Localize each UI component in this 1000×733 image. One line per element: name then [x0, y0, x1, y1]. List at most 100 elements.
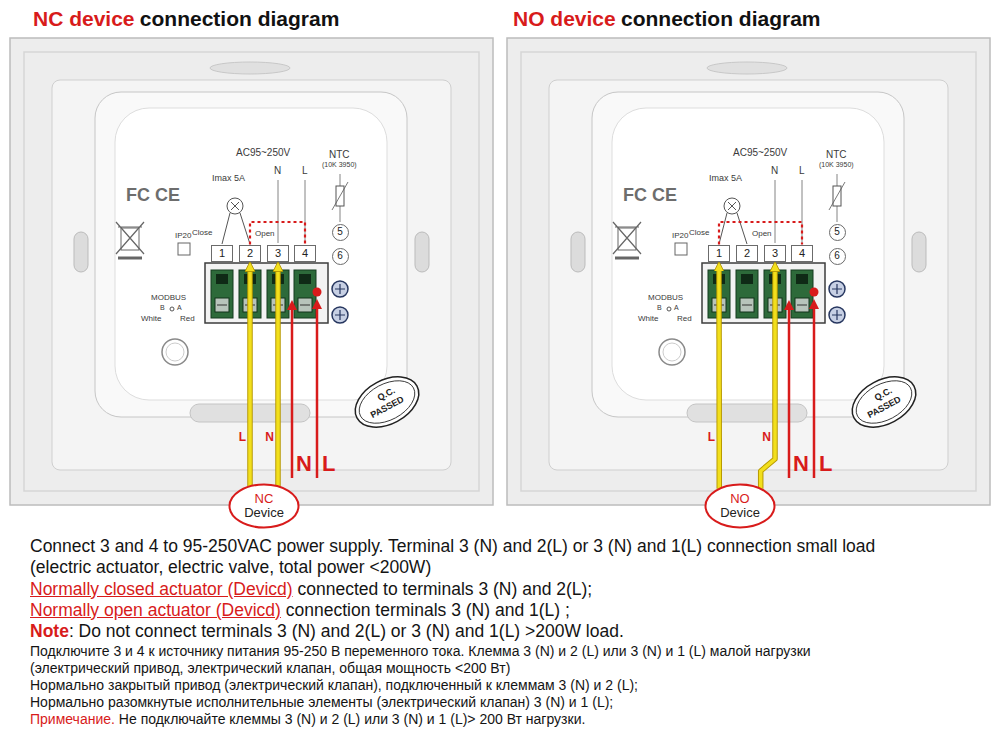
instruction-text: (electric actuator, electric valve, tota…	[30, 557, 431, 577]
device-wire	[248, 267, 252, 487]
sensor-terminal: 6	[332, 248, 349, 265]
open-contact-label: Open	[255, 229, 275, 238]
wire-casing	[716, 267, 722, 489]
node-text: 3	[772, 247, 778, 260]
terminal-box: 1	[708, 245, 730, 262]
node-text: 5	[337, 226, 343, 238]
heading-text: connection diagram	[140, 6, 340, 32]
close-contact-label: Close	[689, 228, 709, 237]
device-wire	[717, 267, 721, 489]
wire-label: L	[708, 431, 715, 443]
instruction-text: : Do not connect terminals 3 (N) and 2(L…	[69, 621, 624, 641]
instruction-text: Normally open actuator (Devicd)	[30, 600, 281, 620]
live-label: L	[799, 165, 805, 177]
power-wire-label: N	[296, 451, 312, 476]
bus-pin-label: B	[657, 304, 662, 312]
note-heading: Примечание.	[30, 711, 115, 727]
voltage-rating: AC95~250V	[236, 147, 290, 159]
text-row: Note: Do not connect terminals 3 (N) and…	[30, 621, 624, 641]
ip-rating: IP20	[672, 231, 688, 240]
bus-label: MODBUS	[151, 293, 186, 302]
sensor-spec: (10K 3950)	[322, 161, 357, 169]
node-text: 6	[834, 250, 840, 262]
node-text: 3	[275, 247, 281, 260]
device-wire	[761, 267, 775, 489]
power-wire-label: N	[793, 451, 809, 476]
sensor-label: NTC	[329, 149, 350, 161]
text-row: Connect 3 and 4 to 95-250VAC power suppl…	[30, 536, 875, 556]
wire-casing	[275, 267, 281, 487]
text-row: (electric actuator, electric valve, tota…	[30, 557, 431, 577]
text-row: NO deviceconnection diagram	[513, 6, 821, 32]
neutral-label: N	[771, 165, 778, 177]
text-row: Нормально разомкнутые исполнительные эле…	[30, 694, 613, 710]
bus-label: MODBUS	[648, 293, 683, 302]
note-heading: Note	[30, 621, 69, 641]
wire-color-label: White	[638, 314, 658, 323]
node-text: NC Device	[244, 492, 284, 520]
live-label: L	[302, 165, 308, 177]
terminal-box: 3	[267, 245, 289, 262]
sensor-terminal: 5	[332, 224, 349, 241]
fcc-mark: FC	[126, 185, 150, 206]
node-text: 2	[744, 247, 750, 260]
text-row: Примечание.Не подключайте клеммы 3 (N) и…	[30, 711, 585, 727]
wire-label: N	[265, 431, 274, 443]
terminal-box: 2	[239, 245, 261, 262]
terminal-box: 4	[791, 245, 813, 262]
wire-label: N	[762, 431, 771, 443]
instruction-text: (электрический привод, электрический кла…	[30, 660, 510, 676]
wire-label: L	[239, 431, 246, 443]
ce-mark: CE	[652, 185, 677, 206]
text-row: Normally open actuator (Devicd)connectio…	[30, 600, 570, 620]
sensor-spec: (10K 3950)	[819, 161, 854, 169]
instruction-text: Нормально закрытый привод (электрический…	[30, 677, 638, 693]
sensor-label: NTC	[826, 149, 847, 161]
ellipse-outline	[230, 485, 299, 528]
node-text: 5	[834, 226, 840, 238]
text-row: (электрический привод, электрический кла…	[30, 660, 510, 676]
text-row: NC deviceconnection diagram	[33, 6, 339, 32]
terminal-box: 2	[736, 245, 758, 262]
node-text: 4	[799, 247, 805, 260]
wire-color-label: Red	[180, 314, 195, 323]
wire-casing	[247, 267, 253, 487]
neutral-label: N	[274, 165, 281, 177]
terminal-box: 1	[211, 245, 233, 262]
bus-pin-label: A	[177, 304, 182, 312]
bus-pin-label: A	[674, 304, 679, 312]
sensor-terminal: 6	[829, 248, 846, 265]
node-text: 4	[302, 247, 308, 260]
node-text: 6	[337, 250, 343, 262]
fcc-mark: FC	[623, 185, 647, 206]
heading-text: connection diagram	[621, 6, 821, 32]
device-wire	[276, 267, 280, 487]
wire-casing	[761, 267, 775, 489]
text-row: Normally closed actuator (Devicd)connect…	[30, 579, 592, 599]
instruction-text: Подключите 3 и 4 к источнику питания 95-…	[30, 643, 811, 659]
open-contact-label: Open	[752, 229, 772, 238]
heading-text: NO device	[513, 6, 616, 32]
power-wire-label: L	[819, 451, 832, 476]
close-contact-label: Close	[192, 228, 212, 237]
ellipse-outline	[706, 485, 775, 528]
wire-color-label: White	[141, 314, 161, 323]
device-ellipse: NC Device	[228, 483, 300, 529]
voltage-rating: AC95~250V	[733, 147, 787, 159]
instruction-text: Normally closed actuator (Devicd)	[30, 579, 293, 599]
terminal-box: 4	[294, 245, 316, 262]
node-text: 1	[716, 247, 722, 260]
terminal-box: 3	[764, 245, 786, 262]
device-ellipse: NO Device	[704, 483, 776, 529]
internal-link	[250, 222, 305, 245]
ce-mark: CE	[155, 185, 180, 206]
current-rating: Imax 5A	[709, 173, 742, 183]
node-text: 1	[219, 247, 225, 260]
internal-link	[719, 222, 802, 245]
instruction-text: Connect 3 and 4 to 95-250VAC power suppl…	[30, 536, 875, 556]
ip-rating: IP20	[175, 231, 191, 240]
instruction-text: connection terminals 3 (N) and 1(L) ;	[286, 600, 570, 620]
bus-pin-label: B	[160, 304, 165, 312]
current-rating: Imax 5A	[212, 173, 245, 183]
